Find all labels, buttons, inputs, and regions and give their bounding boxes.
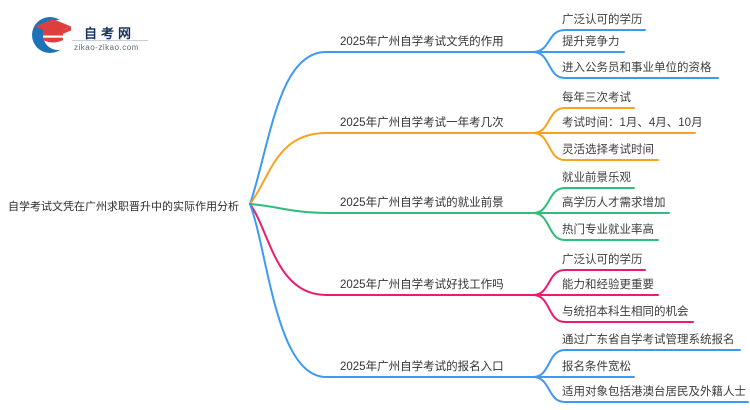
leaf-2-1[interactable]: 每年三次考试 <box>562 92 631 104</box>
branch-label-5[interactable]: 2025年广州自学考试的报名入口 <box>340 361 504 373</box>
branch4-leaf3-underline <box>532 294 694 323</box>
logo-divider <box>72 40 148 41</box>
leaf-1-1[interactable]: 广泛认可的学历 <box>562 14 643 26</box>
graduation-cap-logo-icon <box>32 17 73 53</box>
leaf-3-1[interactable]: 就业前景乐观 <box>562 172 631 184</box>
branch-label-4[interactable]: 2025年广州自学考试好找工作吗 <box>340 279 504 291</box>
branch-label-3[interactable]: 2025年广州自学考试的就业前景 <box>340 197 504 209</box>
leaf-3-3[interactable]: 热门专业就业率高 <box>562 224 654 236</box>
branch4-curve <box>249 203 534 296</box>
leaf-3-2[interactable]: 高学历人才需求增加 <box>562 197 666 209</box>
site-logo[interactable]: 自考网 zikao-zikao.com <box>30 12 160 60</box>
branch5-curve <box>249 203 534 378</box>
branch1-leaf3-underline <box>532 51 719 79</box>
leaf-2-2[interactable]: 考试时间：1月、4月、10月 <box>562 117 703 129</box>
branch3-curve <box>249 203 534 214</box>
leaf-1-2[interactable]: 提升竞争力 <box>562 36 620 48</box>
branch3-leaf3-underline <box>532 212 659 241</box>
branch1-curve <box>249 51 534 205</box>
leaf-4-1[interactable]: 广泛认可的学历 <box>562 254 643 266</box>
leaf-5-1[interactable]: 通过广东省自学考试管理系统报名 <box>562 334 735 346</box>
leaf-4-2[interactable]: 能力和经验更重要 <box>562 279 654 291</box>
leaf-5-3[interactable]: 适用对象包括港澳台居民及外籍人士 <box>562 386 746 398</box>
branch2-leaf3-underline <box>532 132 659 161</box>
branch5-leaf3-underline <box>532 376 749 403</box>
logo-title: 自考网 <box>84 26 136 41</box>
branch-label-2[interactable]: 2025年广州自学考试一年考几次 <box>340 117 504 129</box>
branch-label-1[interactable]: 2025年广州自学考试文凭的作用 <box>340 36 504 48</box>
logo-domain: zikao-zikao.com <box>74 43 139 52</box>
leaf-4-3[interactable]: 与统招本科生相同的机会 <box>562 306 689 318</box>
leaf-2-3[interactable]: 灵活选择考试时间 <box>562 144 654 156</box>
leaf-5-2[interactable]: 报名条件宽松 <box>562 361 631 373</box>
central-topic[interactable]: 自学考试文凭在广州求职晋升中的实际作用分析 <box>8 201 239 213</box>
branch2-curve <box>249 132 534 205</box>
leaf-1-3[interactable]: 进入公务员和事业单位的资格 <box>562 62 712 74</box>
